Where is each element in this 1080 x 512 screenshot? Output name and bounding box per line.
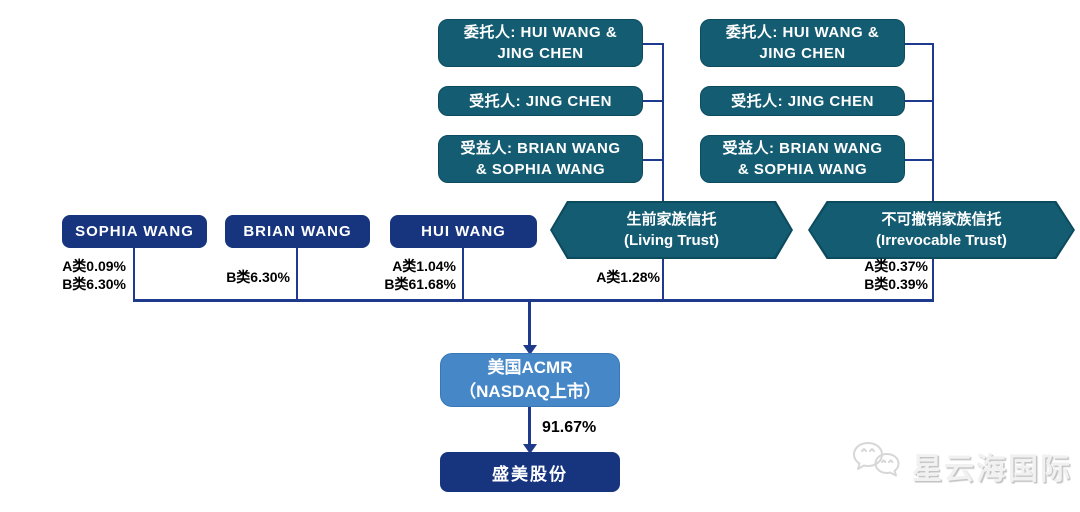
beneficiary-label: 受益人: BRIAN WANG [722,140,883,157]
settlor-label: 委托人: HUI WANG & [463,24,618,41]
trust-name-en: (Irrevocable Trust) [876,232,1007,249]
holding-label-hui: A类1.04% B类61.68% [384,258,456,292]
connector-line [296,246,298,302]
trustee-label: 受托人: JING CHEN [469,92,612,110]
watermark: 星云海国际 [852,440,1072,491]
shareholder-box-hui-wang: HUI WANG [390,215,537,248]
ownership-percent-label: 91.67% [542,419,597,436]
parent-company-listing: （NASDAQ上市） [459,382,601,401]
holding-label-sophia: A类0.09% B类6.30% [62,258,126,292]
settlor-label: JING CHEN [497,45,584,62]
living-trust-beneficiary-box: 受益人: BRIAN WANG & SOPHIA WANG [438,135,643,183]
trust-name-en: (Living Trust) [624,232,719,249]
trust-name-cn: 不可撤销家族信托 [881,211,1002,228]
ownership-arrow [528,407,531,445]
subsidiary-box: 盛美股份 [440,452,620,492]
ownership-arrow [528,299,531,346]
shareholder-name: SOPHIA WANG [75,223,194,240]
shareholder-name: HUI WANG [421,223,506,240]
main-connector-line [133,299,934,302]
connector-line [905,100,933,102]
living-trust-settlor-box: 委托人: HUI WANG & JING CHEN [438,19,643,67]
parent-company-box: 美国ACMR （NASDAQ上市） [440,353,620,407]
connector-line [643,100,663,102]
subsidiary-name: 盛美股份 [492,464,568,484]
holding-label-brian: B类6.30% [226,269,290,285]
irrevocable-trust-settlor-box: 委托人: HUI WANG & JING CHEN [700,19,905,67]
beneficiary-label: 受益人: BRIAN WANG [460,140,621,157]
settlor-label: JING CHEN [759,45,846,62]
holding-label-living-trust: A类1.28% [596,269,660,285]
trust-name-cn: 生前家族信托 [626,211,717,228]
shareholder-name: BRIAN WANG [243,223,352,240]
settlor-label: 委托人: HUI WANG & [725,24,880,41]
connector-line [643,43,663,45]
shareholder-box-sophia-wang: SOPHIA WANG [62,215,207,248]
living-trust-hexagon: 生前家族信托 (Living Trust) [550,201,793,259]
connector-line [643,159,663,161]
beneficiary-label: & SOPHIA WANG [737,161,868,178]
arrowhead-down-icon [523,444,537,454]
irrevocable-trust-beneficiary-box: 受益人: BRIAN WANG & SOPHIA WANG [700,135,905,183]
connector-line [932,43,934,302]
connector-line [662,43,664,302]
shareholder-box-brian-wang: BRIAN WANG [225,215,370,248]
connector-line [905,43,933,45]
parent-company-name: 美国ACMR [487,358,573,377]
watermark-brand-text: 星云海国际 [912,452,1072,486]
connector-line [462,246,464,302]
arrowhead-down-icon [523,345,537,355]
connector-line [133,246,135,302]
living-trust-trustee-box: 受托人: JING CHEN [438,86,643,116]
irrevocable-trust-trustee-box: 受托人: JING CHEN [700,86,905,116]
beneficiary-label: & SOPHIA WANG [475,161,606,178]
wechat-bubbles-icon [852,440,904,491]
trustee-label: 受托人: JING CHEN [731,92,874,110]
irrevocable-trust-hexagon: 不可撤销家族信托 (Irrevocable Trust) [808,201,1075,259]
holding-label-irrevocable-trust: A类0.37% B类0.39% [864,258,928,292]
connector-line [905,159,933,161]
